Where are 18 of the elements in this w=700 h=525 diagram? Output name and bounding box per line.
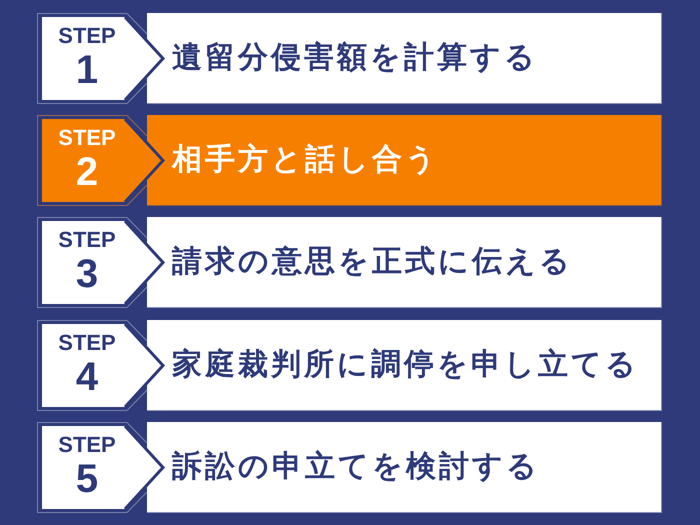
step-text: 遺留分侵害額を計算する — [172, 40, 538, 76]
step-number: 1 — [74, 50, 100, 90]
step-badge — [37, 115, 167, 206]
step-number: 5 — [74, 459, 100, 499]
step-text: 請求の意思を正式に伝える — [172, 244, 573, 280]
step-number: 4 — [74, 357, 100, 397]
step-number: 3 — [74, 254, 100, 294]
step-text: 家庭裁判所に調停を申し立てる — [172, 347, 639, 383]
step-text: 訴訟の申立てを検討する — [172, 449, 540, 485]
step-label: STEP — [57, 25, 117, 47]
step-label: STEP — [57, 127, 117, 149]
step-badge — [37, 13, 167, 104]
step-badge — [37, 320, 167, 411]
step-number: 2 — [74, 152, 100, 192]
step-label: STEP — [57, 229, 117, 251]
step-text: 相手方と話し合う — [172, 142, 439, 178]
step-label: STEP — [57, 332, 117, 354]
step-label: STEP — [57, 434, 117, 456]
